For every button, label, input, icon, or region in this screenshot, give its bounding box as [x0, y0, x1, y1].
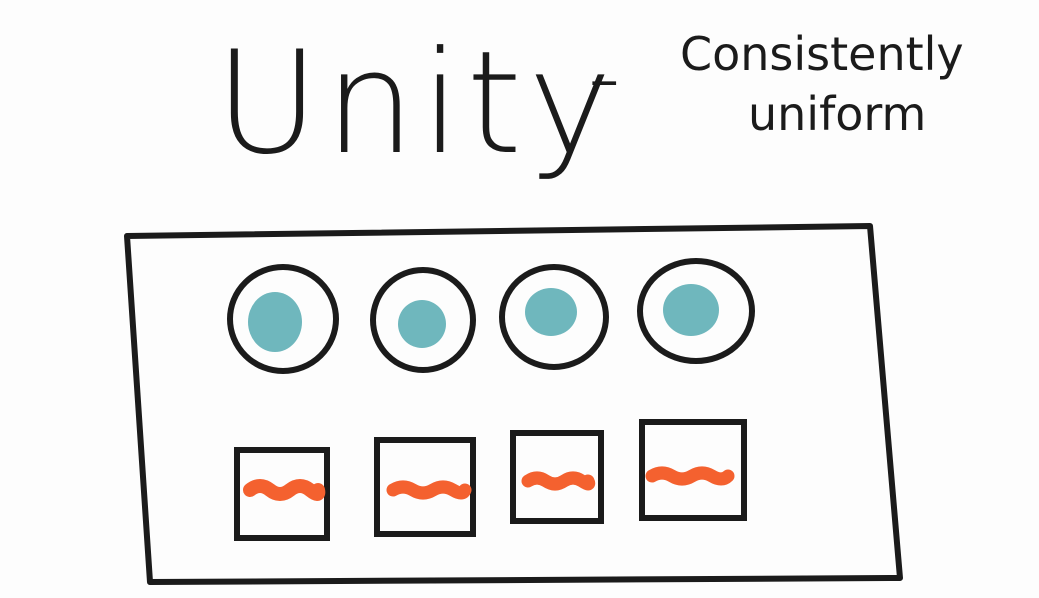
title-word: Unity — [215, 21, 618, 186]
definition-line-2: uniform — [748, 87, 926, 141]
box-3 — [510, 430, 604, 524]
box-4 — [639, 419, 747, 521]
title-dash: - — [588, 25, 620, 130]
circle-3 — [499, 264, 609, 370]
orange-wave — [243, 479, 326, 501]
definition-line-1: Consistently — [680, 27, 964, 81]
circle-2 — [370, 267, 476, 373]
teal-dot — [663, 284, 719, 336]
box-1 — [234, 447, 330, 541]
rectangle-frame — [124, 223, 903, 585]
teal-dot — [525, 288, 577, 336]
orange-wave — [386, 480, 472, 500]
teal-dot — [248, 292, 302, 352]
box-2 — [374, 437, 476, 537]
teal-dot — [398, 300, 446, 348]
orange-wave — [521, 471, 596, 491]
orange-wave — [645, 466, 735, 486]
circle-4 — [637, 258, 755, 364]
circle-1 — [227, 264, 339, 374]
